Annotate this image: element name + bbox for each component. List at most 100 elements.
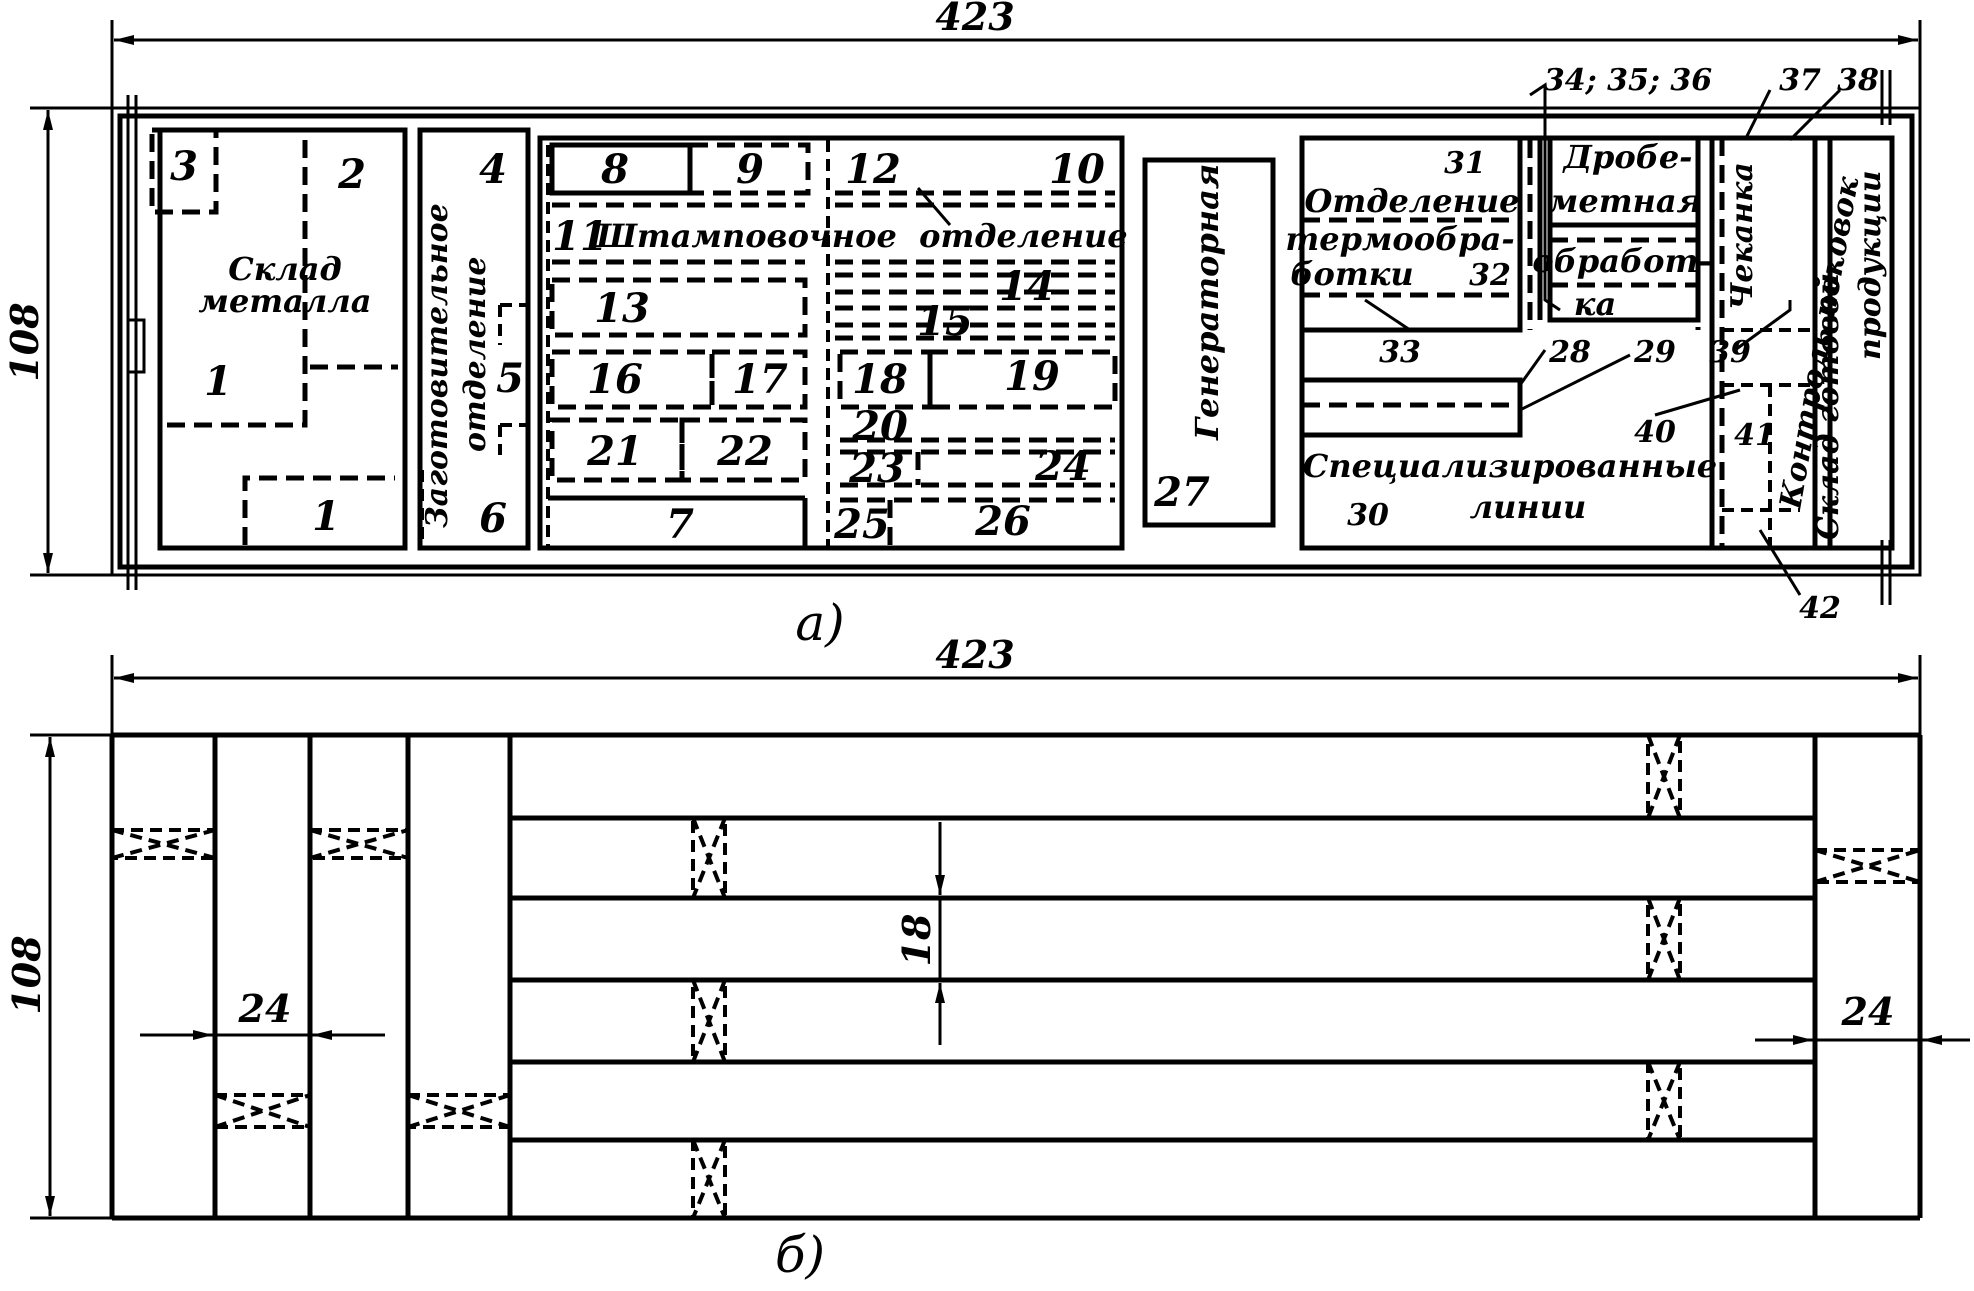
zone-10-number: 10: [1049, 146, 1105, 193]
metal-store-label-line2: металла: [199, 282, 372, 320]
callout-39: 39: [1709, 335, 1751, 370]
special-lines-label-line1: Специализированные: [1303, 447, 1717, 485]
callout-38: 38: [1837, 63, 1879, 98]
plan-b-width-dimension: 423: [110, 632, 1922, 735]
zone-33-number: 33: [1379, 335, 1421, 370]
rail-gate-marker: [126, 318, 146, 374]
zone-28-number: 28: [1548, 335, 1591, 370]
zone-17-number: 17: [732, 356, 788, 403]
shot-blasting-label-line4: ка: [1574, 285, 1616, 323]
callout-40: 40: [1634, 415, 1676, 450]
opening-h2: [308, 828, 410, 860]
callout-41: 41: [1734, 418, 1776, 453]
zone-1a-number: 1: [204, 358, 232, 405]
plan-a: 423 108 3 2: [2, 0, 1922, 652]
plan-a-width-dimension: 423: [110, 0, 1922, 108]
metal-store-label-line1: Склад: [228, 250, 342, 288]
plan-a-caption: а): [795, 594, 844, 652]
opening-h1: [110, 828, 217, 860]
coining-label: Чеканка: [1725, 162, 1760, 310]
zone-12-number: 12: [845, 146, 901, 193]
building-outline: [110, 70, 1922, 605]
zone-16-number: 16: [587, 356, 643, 403]
opening-v4: [1646, 733, 1682, 820]
stamping-dept-label: Штамповочное отделение: [595, 217, 1127, 255]
shot-blasting-label-line1: Дробе-: [1562, 138, 1693, 176]
zone-29-number: 29: [1633, 335, 1676, 370]
span-dimension-left: 24: [140, 986, 385, 1040]
zone-24-number: 24: [1034, 443, 1091, 490]
metal-store-zone: 3 2 Склад металла 1 1: [149, 127, 408, 551]
callout-37: 37: [1779, 63, 1821, 98]
zone-20-number: 20: [851, 403, 908, 450]
bay-dimension: 18: [894, 822, 945, 1045]
plan-b-width-label: 423: [935, 632, 1014, 677]
heat-treatment-label-line3: ботки: [1290, 255, 1413, 293]
zone-27-number: 27: [1153, 469, 1210, 516]
zone-3-number: 3: [170, 143, 198, 190]
blank-dept-zone: 4 5 6 Заготовительное отделение: [417, 127, 531, 551]
blank-dept-label-line2: отделение: [458, 256, 493, 452]
zone-9-number: 9: [736, 146, 764, 193]
finished-store-label-line1: Склад готовой: [1811, 273, 1846, 540]
zone-3-box: [149, 127, 219, 215]
opening-h5: [1813, 848, 1922, 884]
zone-19-number: 19: [1004, 353, 1060, 400]
special-lines-label-line2: линии: [1470, 488, 1587, 526]
opening-v2: [691, 978, 727, 1064]
opening-v5: [1646, 896, 1682, 982]
zone-11-number: 11: [552, 213, 608, 260]
zone-25-number: 25: [833, 501, 890, 548]
shot-blasting-label-line3: обработ-: [1532, 242, 1711, 280]
opening-v1: [691, 816, 727, 900]
zone-32-number: 32: [1469, 258, 1511, 293]
transfer-openings: [110, 733, 1922, 1220]
zone-22-number: 22: [716, 428, 773, 475]
plan-b-height-label: 108: [4, 935, 49, 1014]
plan-b-height-dimension: 108: [4, 733, 120, 1220]
stamping-dept-zone: 8 9 12 10 11 Штамповочное отделение 14 1…: [537, 135, 1128, 551]
heat-treatment-label-line1: Отделение: [1304, 182, 1519, 220]
zone-1b-number: 1: [312, 493, 340, 540]
zone-8-number: 8: [600, 146, 629, 193]
zone-7-number: 7: [666, 501, 694, 548]
span-dimension-right-label: 24: [1841, 989, 1895, 1034]
span-structure: [109, 732, 1923, 1221]
span-dimension-right: 24: [1755, 989, 1970, 1045]
opening-v6: [1646, 1060, 1682, 1142]
finished-store-label-line2: продукции: [1853, 170, 1888, 360]
plan-a-width-label: 423: [935, 0, 1014, 39]
zone-30-number: 30: [1347, 498, 1389, 533]
generator-zone: Генераторная 27: [1142, 157, 1276, 528]
plan-b-caption: б): [775, 1226, 825, 1284]
opening-h3: [213, 1093, 312, 1129]
zone-31-number: 31: [1444, 146, 1486, 181]
plan-a-height-dimension: 108: [2, 106, 120, 577]
blank-dept-label-line1: Заготовительное: [420, 203, 455, 528]
span-dimension-left-label: 24: [238, 986, 292, 1031]
callout-34-35-36: 34; 35; 36: [1544, 63, 1712, 98]
zone-13-number: 13: [594, 285, 650, 332]
right-block: 31 Отделение термообра- ботки 32 33 28 2…: [1285, 63, 1895, 626]
bay-dimension-label: 18: [894, 914, 939, 967]
zone-15-number: 15: [917, 298, 973, 345]
zone-18-number: 18: [852, 356, 908, 403]
opening-h4: [406, 1093, 512, 1129]
generator-label: Генераторная: [1188, 164, 1226, 441]
shot-blasting-label-line2: метная: [1548, 182, 1702, 220]
plan-a-height-label: 108: [2, 302, 47, 381]
zone-6-number: 6: [479, 495, 507, 542]
callout-42: 42: [1799, 591, 1841, 626]
zone-2-number: 2: [337, 151, 366, 198]
zone-26-number: 26: [974, 498, 1031, 545]
zone-4-number: 4: [479, 146, 507, 193]
heat-treatment-label-line2: термообра-: [1285, 220, 1514, 258]
opening-v3: [691, 1138, 727, 1220]
zone-21-number: 21: [586, 428, 643, 475]
zone-14-number: 14: [999, 263, 1055, 310]
plan-b: 423 108: [4, 632, 1970, 1284]
zone-5-number: 5: [496, 355, 524, 402]
zone-23-number: 23: [848, 445, 905, 492]
